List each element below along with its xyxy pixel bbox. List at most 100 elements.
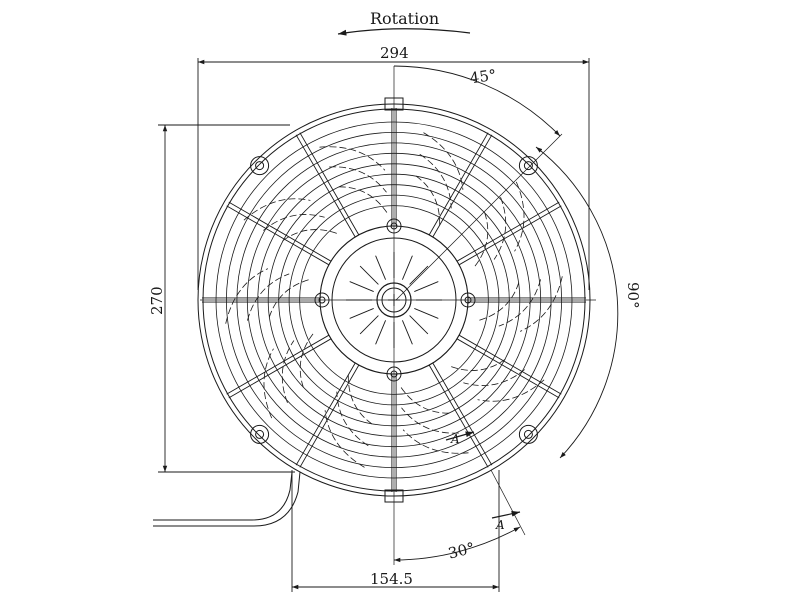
blade-edge [324,410,365,468]
guard-ring [288,194,500,406]
radial-rib [456,201,560,262]
guard-ring [236,142,552,458]
blade-edge [473,212,489,269]
radial-rib [428,364,489,468]
radial-rib [432,362,493,466]
section-marker-upper: A [445,431,475,446]
height-dimension-label: 270 [148,286,166,315]
hub-fin [401,320,413,345]
hub-fin [359,315,379,335]
guard-ring [267,173,521,427]
shaft-collar [376,282,412,318]
mounting-hole [523,161,533,171]
blade-edge [319,146,386,171]
blade-edge [263,214,325,231]
blade-edge [329,166,387,193]
blade-edge [415,175,441,228]
radial-rib [456,338,560,399]
blade-edge [401,407,459,434]
fan-outer-ring [197,103,591,497]
blade-edge [225,268,269,324]
bottom-dimension-label: 154.5 [370,570,413,588]
power-cable [153,471,301,527]
section-marker-lower: A [491,510,521,532]
radial-rib [432,134,493,238]
blade-edge [493,197,507,260]
screw-boss [386,366,402,382]
screw-boss [314,292,330,308]
hub-fin [409,315,429,335]
blade-edge [419,153,452,209]
blade-edge [299,331,315,388]
mounting-hole [255,429,265,439]
radial-rib [428,132,489,236]
radial-rib [228,338,332,399]
hub-fin [375,320,387,345]
hub-fin [349,307,374,319]
angle-right-label: 90° [624,282,642,309]
guard-ring [278,184,510,416]
radial-rib [226,205,330,266]
hub-fin [414,281,439,293]
blade-edge [477,379,545,402]
blade-edge [338,186,389,215]
mounting-lug [384,97,404,111]
screw-boss [386,218,402,234]
mounting-hole [523,429,533,439]
hub-fin [414,307,439,319]
radial-rib [226,334,330,395]
blade-edge [336,391,369,447]
radial-rib [295,362,356,466]
radial-rib [228,201,332,262]
rotation-indicator: Rotation [337,9,471,36]
blade-edge [402,429,469,454]
width-dimension-label: 294 [380,44,409,62]
radial-rib [299,132,360,236]
hub-fin [375,255,387,280]
radial-rib [458,205,562,266]
blade-edge [268,278,311,318]
fan-body [197,97,591,503]
radial-rib [295,134,356,238]
hub-fin [409,265,429,285]
blade-edge [281,340,295,403]
blade-edge [247,273,290,321]
mounting-hole [255,161,265,171]
rotation-arrow [337,28,471,36]
angle-top-label: 45° [469,66,498,88]
section-marker-upper-label: A [450,432,460,446]
blade-edge [263,348,274,419]
shaft [381,287,407,313]
radial-rib [458,334,562,395]
blade-edge [449,358,506,371]
radial-rib [299,364,360,468]
blade-edge [477,282,520,322]
guard-ring [215,121,573,479]
motor-housing [319,225,469,375]
blade-edge [282,229,339,242]
blade-edge [399,385,450,414]
blade-edge [514,181,525,252]
angle-bottom-label: 30° [446,539,476,563]
blade-edge [463,369,525,386]
screw-hole [390,222,398,230]
guard-ring [246,152,542,448]
guard-ring [299,205,489,395]
screw-hole [390,370,398,378]
guard-ring [225,131,563,469]
screw-hole [464,296,472,304]
width-dimension [197,58,590,290]
bottom-dimension [291,470,500,592]
height-dimension [158,124,295,473]
mounting-tab [250,424,270,444]
mounting-tab [250,156,270,176]
screw-hole [318,296,326,304]
blade-edge [498,279,541,327]
hub-fin [349,281,374,293]
guard-ring [257,163,531,437]
blade-edge [347,372,373,425]
hub-fin [359,265,379,285]
motor-housing-inner [331,237,457,363]
